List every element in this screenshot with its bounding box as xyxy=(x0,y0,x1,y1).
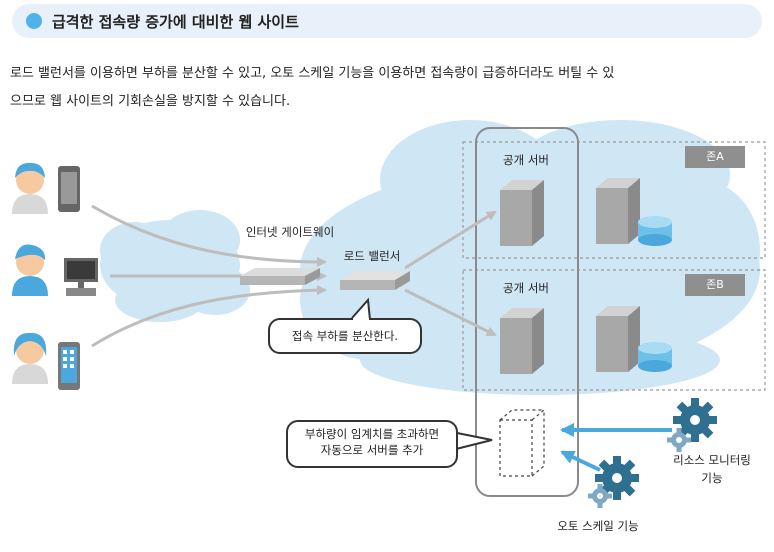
public-server-group-box xyxy=(475,127,579,497)
monitoring-small-gear-icon xyxy=(667,428,691,452)
load-balancer-label: 로드 밸런서 xyxy=(343,249,401,263)
lb-arrow-zone-b xyxy=(404,288,497,337)
public-server-zone-a xyxy=(500,180,544,246)
monitoring-gear-icon xyxy=(673,398,717,442)
zone-b-badge: 존B xyxy=(685,274,745,296)
internet-gateway-device xyxy=(240,268,320,285)
user-2-icon xyxy=(12,244,48,296)
user-3-icon xyxy=(12,332,48,384)
traffic-arrow-3 xyxy=(91,285,327,348)
autoscale-gear-icon xyxy=(595,456,639,500)
lb-arrow-zone-a xyxy=(404,210,497,270)
db-server-zone-b xyxy=(596,306,672,372)
balancer-note-bubble: 접속 부하를 분산한다. xyxy=(268,318,422,354)
zone-b-box xyxy=(462,269,766,391)
db-server-zone-a xyxy=(596,178,672,246)
autoscale-arrow xyxy=(560,450,601,472)
traffic-arrow-1 xyxy=(91,204,327,267)
monitoring-label-line-1: 리소스 모니터링 xyxy=(673,453,751,467)
zone-a-box xyxy=(462,141,766,259)
new-server-placeholder xyxy=(499,409,546,477)
scale-note-pointer xyxy=(451,431,493,451)
internet-cloud xyxy=(100,210,250,322)
section-header: 급격한 접속량 증가에 대비한 웹 사이트 xyxy=(12,4,762,38)
tablet-icon xyxy=(58,342,80,390)
scale-note-line-2: 자동으로 서버를 추가 xyxy=(320,443,424,457)
auto-scale-label: 오토 스케일 기능 xyxy=(557,519,639,533)
autoscale-small-gear-icon xyxy=(588,484,612,508)
scale-pointer-seam xyxy=(452,434,456,448)
zone-a-badge: 존A xyxy=(685,146,745,168)
load-balancer-device xyxy=(340,271,410,290)
public-server-zone-b xyxy=(500,308,544,374)
public-server-a-label: 공개 서버 xyxy=(503,153,549,167)
section-title: 급격한 접속량 증가에 대비한 웹 사이트 xyxy=(52,13,299,31)
user-1-icon xyxy=(12,162,48,214)
smartphone-icon xyxy=(58,166,80,212)
desktop-pc-icon xyxy=(64,258,98,296)
internet-gateway-label: 인터넷 게이트웨이 xyxy=(245,225,335,239)
scale-note-line-1: 부하량이 임계치를 초과하면 xyxy=(304,427,440,441)
description-line-2: 으므로 웹 사이트의 기회손실을 방지할 수 있습니다. xyxy=(10,94,291,109)
scale-note-bubble: 부하량이 임계치를 초과하면 자동으로 서버를 추가 xyxy=(286,420,458,468)
monitoring-label-line-2: 기능 xyxy=(701,471,723,485)
public-server-b-label: 공개 서버 xyxy=(503,281,549,295)
description-line-1: 로드 밸런서를 이용하면 부하를 분산할 수 있고, 오토 스케일 기능을 이용… xyxy=(10,66,615,81)
bullet-dot-icon xyxy=(26,13,42,29)
balancer-pointer-seam xyxy=(353,318,369,322)
balancer-note-text: 접속 부하를 분산한다. xyxy=(291,329,399,343)
balancer-note-pointer xyxy=(351,297,371,321)
